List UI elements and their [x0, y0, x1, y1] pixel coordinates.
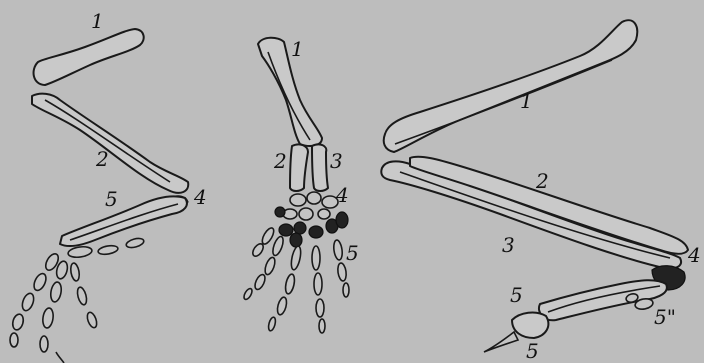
middle-label-upper: 1: [291, 37, 304, 61]
right-label-hand-upper: 5: [510, 283, 523, 307]
middle-label-carpal: 4: [335, 183, 349, 207]
left-label-humerus: 1: [91, 9, 104, 33]
left-label-forearm: 2: [95, 147, 109, 171]
right-label-hand-lower: 5: [526, 339, 539, 363]
right-humerus-bone: [384, 20, 638, 152]
left-humerus-bone: [34, 29, 144, 85]
middle-radius-bone: [290, 144, 308, 191]
left-phalanges: [10, 237, 145, 363]
right-label-radius: 2: [535, 169, 549, 193]
middle-ulna-bone: [312, 144, 328, 191]
middle-upper-bone: [258, 38, 322, 146]
right-digit-bone: [512, 313, 548, 338]
right-radius-bone: [381, 161, 681, 268]
right-label-ulna: 3: [502, 233, 515, 257]
right-label-small-bone: 5": [654, 305, 676, 329]
left-label-joint: 4: [193, 185, 207, 209]
middle-label-radius: 2: [273, 149, 287, 173]
left-limb: 1 2 5 4: [10, 9, 207, 363]
right-limb: 1 2 3 4 5 5 5": [381, 20, 700, 363]
right-ulna-bone: [410, 157, 688, 254]
right-label-humerus: 1: [520, 89, 533, 113]
right-label-joint: 4: [687, 243, 701, 267]
middle-label-digit: 5: [346, 241, 359, 265]
middle-label-ulna: 3: [330, 149, 343, 173]
right-claw: [484, 332, 518, 352]
middle-limb: 1 2 3 4 5: [242, 37, 358, 333]
left-label-hand: 5: [105, 187, 118, 211]
